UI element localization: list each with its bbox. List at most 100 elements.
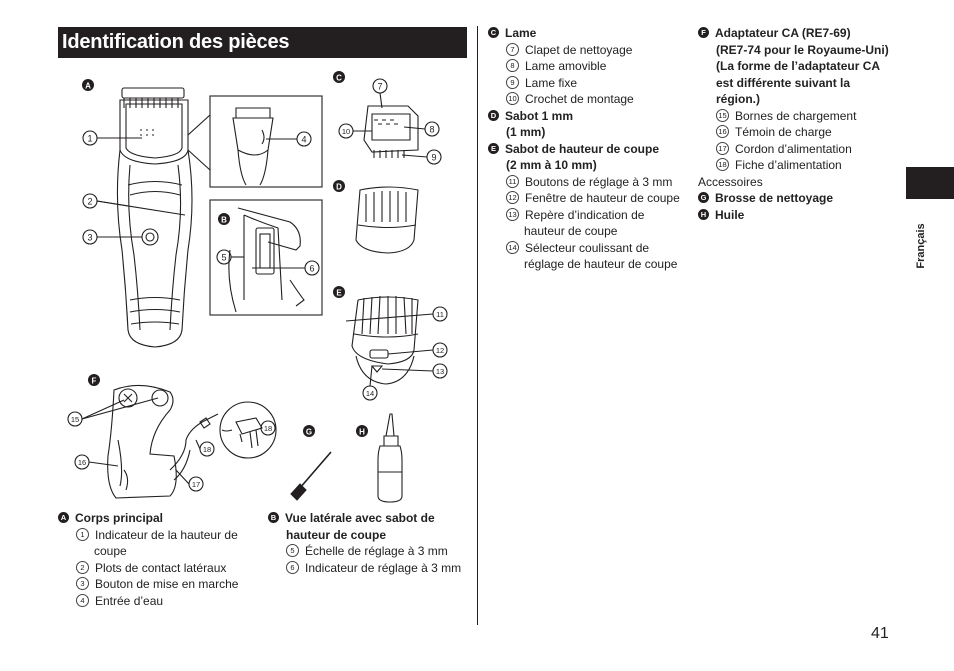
callout-number: 8 [506, 59, 519, 73]
part-13: Repère d’indication de [525, 207, 645, 222]
callout-2: 2 [87, 197, 92, 207]
part-10: Crochet de montage [525, 92, 634, 106]
oil-bottle-drawing: H [356, 413, 403, 503]
callout-9: 9 [431, 153, 436, 163]
section-F-title-line2: (La forme de l’adaptateur CA [716, 59, 881, 73]
label-B: B [221, 216, 227, 225]
section-C-title: Lame [505, 26, 537, 40]
label-H: H [359, 428, 365, 437]
callout-number: 9 [506, 75, 519, 89]
part-18: Fiche d’alimentation [735, 158, 842, 172]
callout-1: 1 [87, 134, 92, 144]
callout-number: 11 [506, 174, 519, 188]
callout-number: 4 [76, 593, 89, 607]
part-7: Clapet de nettoyage [525, 42, 633, 57]
part-14: Sélecteur coulissant de [525, 240, 650, 255]
column-divider [477, 26, 478, 625]
part-2: Plots de contact latéraux [95, 560, 227, 575]
accessories-label: Accessoires [698, 174, 763, 189]
section-E-title-cont: (2 mm à 10 mm) [506, 158, 597, 172]
callout-number: 10 [506, 92, 519, 106]
callout-number: 17 [716, 141, 729, 155]
badge-C: C [488, 27, 499, 39]
section-title-bar: Identification des pièces [58, 27, 467, 58]
main-body-drawing: A 1 2 3 [82, 79, 211, 348]
callout-12: 12 [436, 346, 444, 355]
callout-number: 13 [506, 207, 519, 221]
callout-16: 16 [78, 458, 86, 467]
language-label: Français [915, 223, 927, 269]
section-D-title-cont: (1 mm) [506, 125, 546, 139]
blade-drawing: C 7 10 8 9 [333, 71, 442, 165]
callout-number: 18 [716, 158, 729, 172]
callout-11: 11 [436, 310, 444, 319]
part-11: Boutons de réglage à 3 mm [525, 174, 673, 189]
badge-H: H [698, 208, 709, 220]
callout-number: 14 [506, 240, 519, 254]
comb-1mm-drawing: D [333, 180, 419, 254]
part-15: Bornes de chargement [735, 108, 857, 123]
section-A-title: Corps principal [75, 511, 164, 525]
callout-number: 16 [716, 125, 729, 139]
part-1-cont: coupe [94, 544, 127, 558]
section-B-title-cont: hauteur de coupe [286, 527, 387, 542]
section-F-title-line4: région.) [716, 92, 760, 106]
part-13-cont: hauteur de coupe [524, 224, 618, 238]
badge-E: E [488, 142, 499, 154]
callout-15: 15 [71, 415, 79, 424]
callout-18b: 18 [264, 424, 272, 433]
section-A-text: A Corps principal 1 Indicateur de la haute… [58, 510, 263, 609]
label-C: C [336, 74, 342, 83]
adjustable-comb-drawing: E 11 12 13 14 [333, 286, 448, 401]
section-F-title-line3: est différente suivant la [716, 75, 851, 90]
label-A: A [85, 82, 91, 91]
part-14-cont: réglage de hauteur de coupe [524, 257, 678, 271]
callout-number: 7 [506, 42, 519, 56]
cleaning-brush-drawing: G [290, 425, 332, 501]
label-G: G [306, 428, 312, 437]
callout-10: 10 [342, 127, 350, 136]
part-1: Indicateur de la hauteur de [95, 527, 238, 542]
callout-4: 4 [301, 135, 306, 145]
callout-8: 8 [429, 125, 434, 135]
charger-stand-drawing: F 15 16 18 18 17 [67, 374, 277, 499]
label-F: F [92, 377, 97, 386]
callout-number: 6 [286, 560, 299, 574]
callout-number: 1 [76, 527, 89, 541]
part-17: Cordon d’alimentation [735, 141, 852, 156]
section-H-title: Huile [715, 207, 745, 222]
label-D: D [336, 183, 342, 192]
label-E: E [336, 289, 342, 298]
callout-14: 14 [366, 389, 374, 398]
section-E-title: Sabot de hauteur de coupe [505, 141, 660, 156]
part-9: Lame fixe [525, 75, 578, 90]
section-B-text: B Vue latérale avec sabot de hauteur de c… [268, 510, 473, 576]
callout-17: 17 [192, 480, 200, 489]
part-5: Échelle de réglage à 3 mm [305, 544, 448, 558]
badge-D: D [488, 109, 499, 121]
callout-13: 13 [436, 367, 444, 376]
callout-5: 5 [221, 253, 226, 263]
part-4: Entrée d’eau [95, 593, 164, 608]
language-tab [906, 167, 954, 199]
badge-B: B [268, 512, 279, 524]
section-B-title: Vue latérale avec sabot de [285, 511, 435, 525]
callout-number: 12 [506, 191, 519, 205]
page-title: Identification des pièces [62, 31, 290, 53]
part-16: Témoin de charge [735, 125, 832, 139]
badge-A: A [58, 512, 69, 524]
callout-number: 3 [76, 577, 89, 591]
page-number: 41 [871, 625, 889, 642]
callout-number: 5 [286, 544, 299, 558]
section-F-title: Adaptateur CA (RE7-69) [715, 26, 851, 40]
badge-F: F [698, 27, 709, 39]
part-3: Bouton de mise en marche [95, 577, 239, 591]
part-6: Indicateur de réglage à 3 mm [305, 560, 462, 575]
side-view-drawing: B 5 6 [216, 207, 320, 313]
callout-7: 7 [377, 82, 382, 92]
badge-G: G [698, 192, 709, 204]
callout-number: 15 [716, 108, 729, 122]
part-12: Fenêtre de hauteur de coupe [525, 191, 680, 205]
